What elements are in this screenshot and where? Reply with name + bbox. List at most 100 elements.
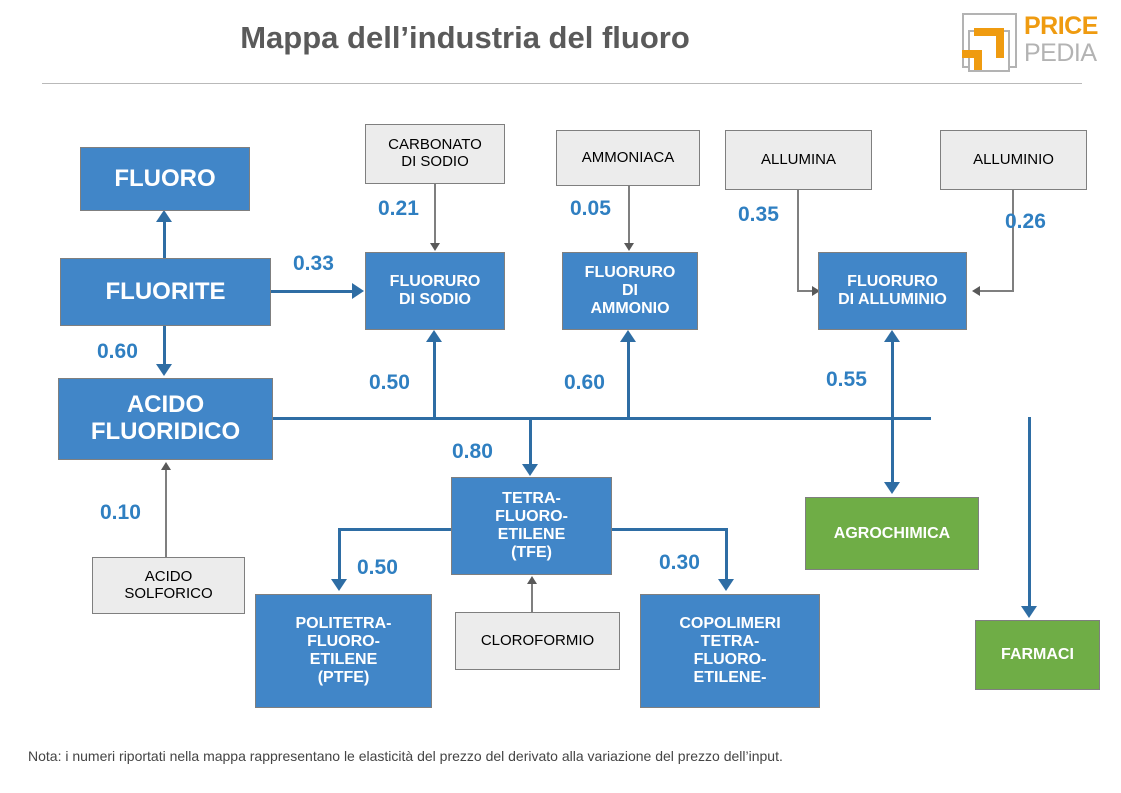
edge-acido-agrochimica-line [891,417,894,483]
node-copolimeri-label-2: TETRA- [700,633,760,651]
edge-fluorite-acido-line [163,325,166,365]
label-fluorite-acido: 0.60 [97,340,138,363]
node-fluoruro-alluminio-label-2: DI ALLUMINIO [838,291,947,308]
node-allumina-label: ALLUMINA [760,150,837,168]
logo-price-text: PRICE [1024,12,1098,40]
node-agrochimica[interactable]: AGROCHIMICA [805,497,979,570]
label-tfe-copolimeri: 0.30 [659,551,700,574]
edge-ammoniaca-flammonio-line [628,186,630,244]
node-fluorite[interactable]: FLUORITE [60,258,271,326]
node-fluoruro-ammonio-label-2: DI [622,282,638,300]
edge-fluorite-fluoro-line [163,222,166,260]
node-ammoniaca-label: AMMONIACA [581,148,675,166]
label-acido-tfe: 0.80 [452,440,493,463]
edge-acido-flsodio-arrow [426,330,442,342]
node-copolimeri-label-4: ETILENE- [693,668,767,686]
node-ptfe[interactable]: POLITETRA- FLUORO- ETILENE (PTFE) [255,594,432,708]
node-carbonato-label-2: DI SODIO [401,153,469,170]
edge-tfe-ptfe-arrow [331,579,347,591]
edge-ammoniaca-flammonio-arrow [624,243,634,251]
edge-allumina-right-line [797,290,814,292]
node-fluoruro-sodio-label-2: DI SODIO [398,291,471,308]
node-acido-fluoridico[interactable]: ACIDO FLUORIDICO [58,378,273,460]
edge-acido-farmaci-line [1028,417,1031,607]
edge-acido-flalluminio-arrow [884,330,900,342]
node-fluoruro-alluminio-label-1: FLUORURO [847,273,938,291]
node-cloroformio[interactable]: CLOROFORMIO [455,612,620,670]
edge-cloroformio-tfe-line [531,584,533,612]
node-carbonato-label-1: CARBONATO [388,136,482,154]
edge-tfe-copolimeri-arrow [718,579,734,591]
node-tfe-label-3: ETILENE [497,526,566,543]
edge-fluorite-acido-arrow [156,364,172,376]
edge-tfe-copolimeri-horiz [612,528,728,531]
edge-acido-agrochimica-arrow [884,482,900,494]
edge-alluminio-flalluminio-arrow [972,286,980,296]
node-tfe-label-1: TETRA- [502,490,561,508]
edge-acido-tfe-line [529,417,532,465]
edge-fluorite-flsodio-line [271,290,353,293]
node-fluoruro-sodio-label-1: FLUORURO [389,273,481,291]
logo-hook-outer-icon [974,28,1004,58]
edge-carbonato-flsodio-arrow [430,243,440,251]
node-ptfe-label-1: POLITETRA- [295,615,392,633]
label-allumina-flalluminio: 0.35 [738,203,779,226]
node-farmaci-label: FARMACI [1001,646,1074,664]
edge-fluorite-flsodio-arrow [352,283,364,299]
edge-alluminio-left-line [980,290,1014,292]
node-cloroformio-label: CLOROFORMIO [480,631,595,649]
edge-allumina-flalluminio-arrow [812,286,820,296]
edge-cloroformio-tfe-arrow [527,576,537,584]
label-acido-flalluminio: 0.55 [826,368,867,391]
node-acido-fluoridico-label-2: FLUORIDICO [90,418,241,445]
node-fluoruro-di-sodio[interactable]: FLUORURO DI SODIO [365,252,505,330]
node-fluoro-label: FLUORO [114,164,216,192]
node-agrochimica-label: AGROCHIMICA [833,524,951,542]
edge-solforico-acido-line [165,470,167,558]
edge-solforico-acido-arrow [161,462,171,470]
edge-acido-flammonio-arrow [620,330,636,342]
node-farmaci[interactable]: FARMACI [975,620,1100,690]
label-solforico-acido: 0.10 [100,501,141,524]
pricepedia-logo: PRICE PEDIA [962,10,1112,80]
node-fluoro[interactable]: FLUORO [80,147,250,211]
label-alluminio-flalluminio: 0.26 [1005,210,1046,233]
node-tfe-label-2: FLUORO- [495,508,568,526]
node-ptfe-label-3: ETILENE [309,651,378,668]
edge-acido-tfe-arrow [522,464,538,476]
node-fluoruro-di-ammonio[interactable]: FLUORURO DI AMMONIO [562,252,698,330]
node-tfe-label-4: (TFE) [511,543,552,561]
node-tfe[interactable]: TETRA- FLUORO- ETILENE (TFE) [451,477,612,575]
node-acido-solforico[interactable]: ACIDO SOLFORICO [92,557,245,614]
edge-acido-flalluminio-line [891,342,894,420]
header-divider [42,83,1082,84]
node-acido-solforico-label-2: SOLFORICO [124,584,213,602]
node-fluoruro-ammonio-label-3: AMMONIO [590,299,670,317]
node-copolimeri-label-1: COPOLIMERI [679,615,781,633]
label-acido-flsodio: 0.50 [369,371,410,394]
node-fluoruro-ammonio-label-1: FLUORURO [584,264,676,282]
edge-acido-farmaci-arrow [1021,606,1037,618]
edge-acido-flsodio-line [433,342,436,420]
node-fluorite-label: FLUORITE [105,277,226,305]
label-ammoniaca-flammonio: 0.05 [570,197,611,220]
node-fluoruro-di-alluminio[interactable]: FLUORURO DI ALLUMINIO [818,252,967,330]
node-ammoniaca[interactable]: AMMONIACA [556,130,700,186]
logo-hook-small-icon [962,50,982,70]
edge-tfe-ptfe-vert [338,528,341,580]
edge-tfe-ptfe-horiz [338,528,452,531]
edge-fluorite-fluoro-arrow [156,210,172,222]
node-copolimeri-label-3: FLUORO- [693,651,767,668]
node-alluminio[interactable]: ALLUMINIO [940,130,1087,190]
node-copolimeri[interactable]: COPOLIMERI TETRA- FLUORO- ETILENE- [640,594,820,708]
page-title: Mappa dell’industria del fluoro [240,20,690,55]
node-carbonato-di-sodio[interactable]: CARBONATO DI SODIO [365,124,505,184]
node-acido-solforico-label-1: ACIDO [144,567,193,585]
node-alluminio-label: ALLUMINIO [973,150,1054,168]
label-carbonato-flsodio: 0.21 [378,197,419,220]
node-allumina[interactable]: ALLUMINA [725,130,872,190]
edge-allumina-down-line [797,190,799,291]
edge-acido-bus-line [271,417,931,420]
edge-alluminio-down-line [1012,190,1014,291]
